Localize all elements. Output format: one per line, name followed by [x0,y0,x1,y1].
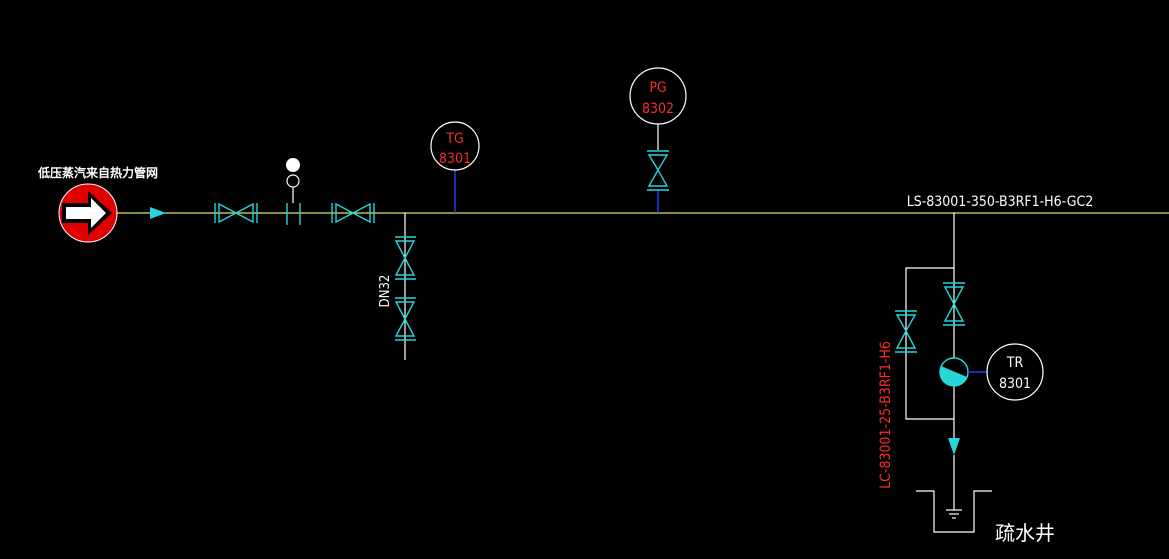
instrument-number: 8302 [642,101,674,117]
instrument-tag: TR [1006,355,1024,371]
source-arrow-icon [58,183,118,243]
drain-flow-arrow-icon [948,438,960,455]
instrument-number: 8301 [439,151,471,167]
dn32-branch [394,213,416,360]
orifice-plate [286,158,301,225]
branch-size-label: DN32 [378,275,393,308]
instrument-tag: PG [649,80,666,96]
instrument-tg-8301: TG 8301 [430,121,480,213]
drain-destination-label: 疏水井 [995,521,1055,545]
gate-valve-2 [331,202,375,224]
main-line-label: LS-83001-350-B3RF1-H6-GC2 [907,194,1094,210]
source-label: 低压蒸汽来自热力管网 [37,165,158,180]
instrument-tag: TG [445,131,463,147]
drain-line-label: LC-83001-25-B3RF1-H6 [878,341,894,489]
drain-pit-icon [916,455,992,533]
gate-valve-1 [214,202,258,224]
flow-direction-arrow-icon [150,207,166,219]
instrument-tr-8301: TR 8301 [986,343,1044,401]
instrument-pg-8302: PG 8302 [629,67,687,213]
instrument-number: 8301 [999,376,1031,392]
drain-assembly [895,213,988,455]
steam-trap-icon [939,357,969,387]
